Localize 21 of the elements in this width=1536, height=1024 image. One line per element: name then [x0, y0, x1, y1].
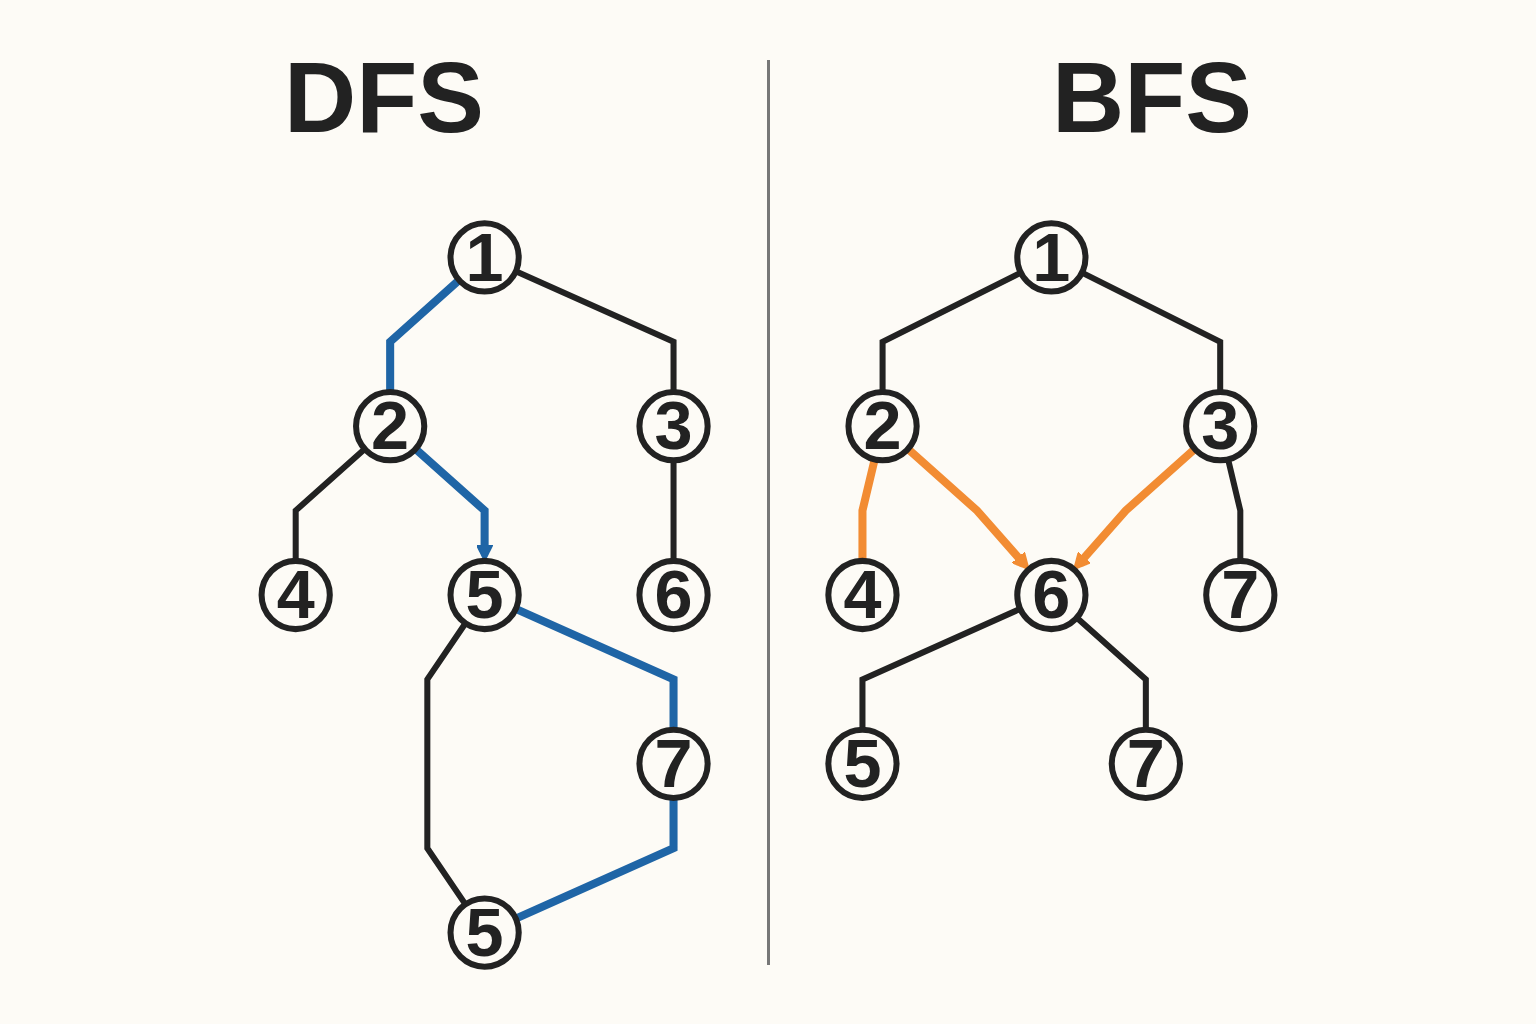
node-circle: 2 — [845, 389, 920, 464]
connector — [670, 460, 677, 561]
connector — [859, 606, 1022, 730]
node-circle: 6 — [636, 557, 711, 633]
node-circle: 6 — [1014, 557, 1089, 633]
node-circle: 7 — [1203, 557, 1278, 633]
connector — [292, 446, 367, 561]
node-circle: 2 — [353, 389, 428, 464]
node-circle: 5 — [825, 726, 900, 801]
section-heading: DFS — [283, 40, 485, 155]
node-circle: 3 — [1183, 389, 1258, 464]
node-circle: 4 — [258, 557, 333, 633]
node-circle: 5 — [447, 895, 522, 970]
node-circle: 5 — [447, 557, 522, 633]
node-circle: 1 — [447, 220, 522, 295]
node-circle: 3 — [636, 389, 711, 464]
section-heading: BFS — [1051, 40, 1253, 155]
node-circle: 7 — [1108, 726, 1183, 801]
node-circle: 7 — [636, 726, 711, 801]
node-circle: 4 — [825, 557, 900, 633]
node-circle: 1 — [1014, 220, 1089, 295]
